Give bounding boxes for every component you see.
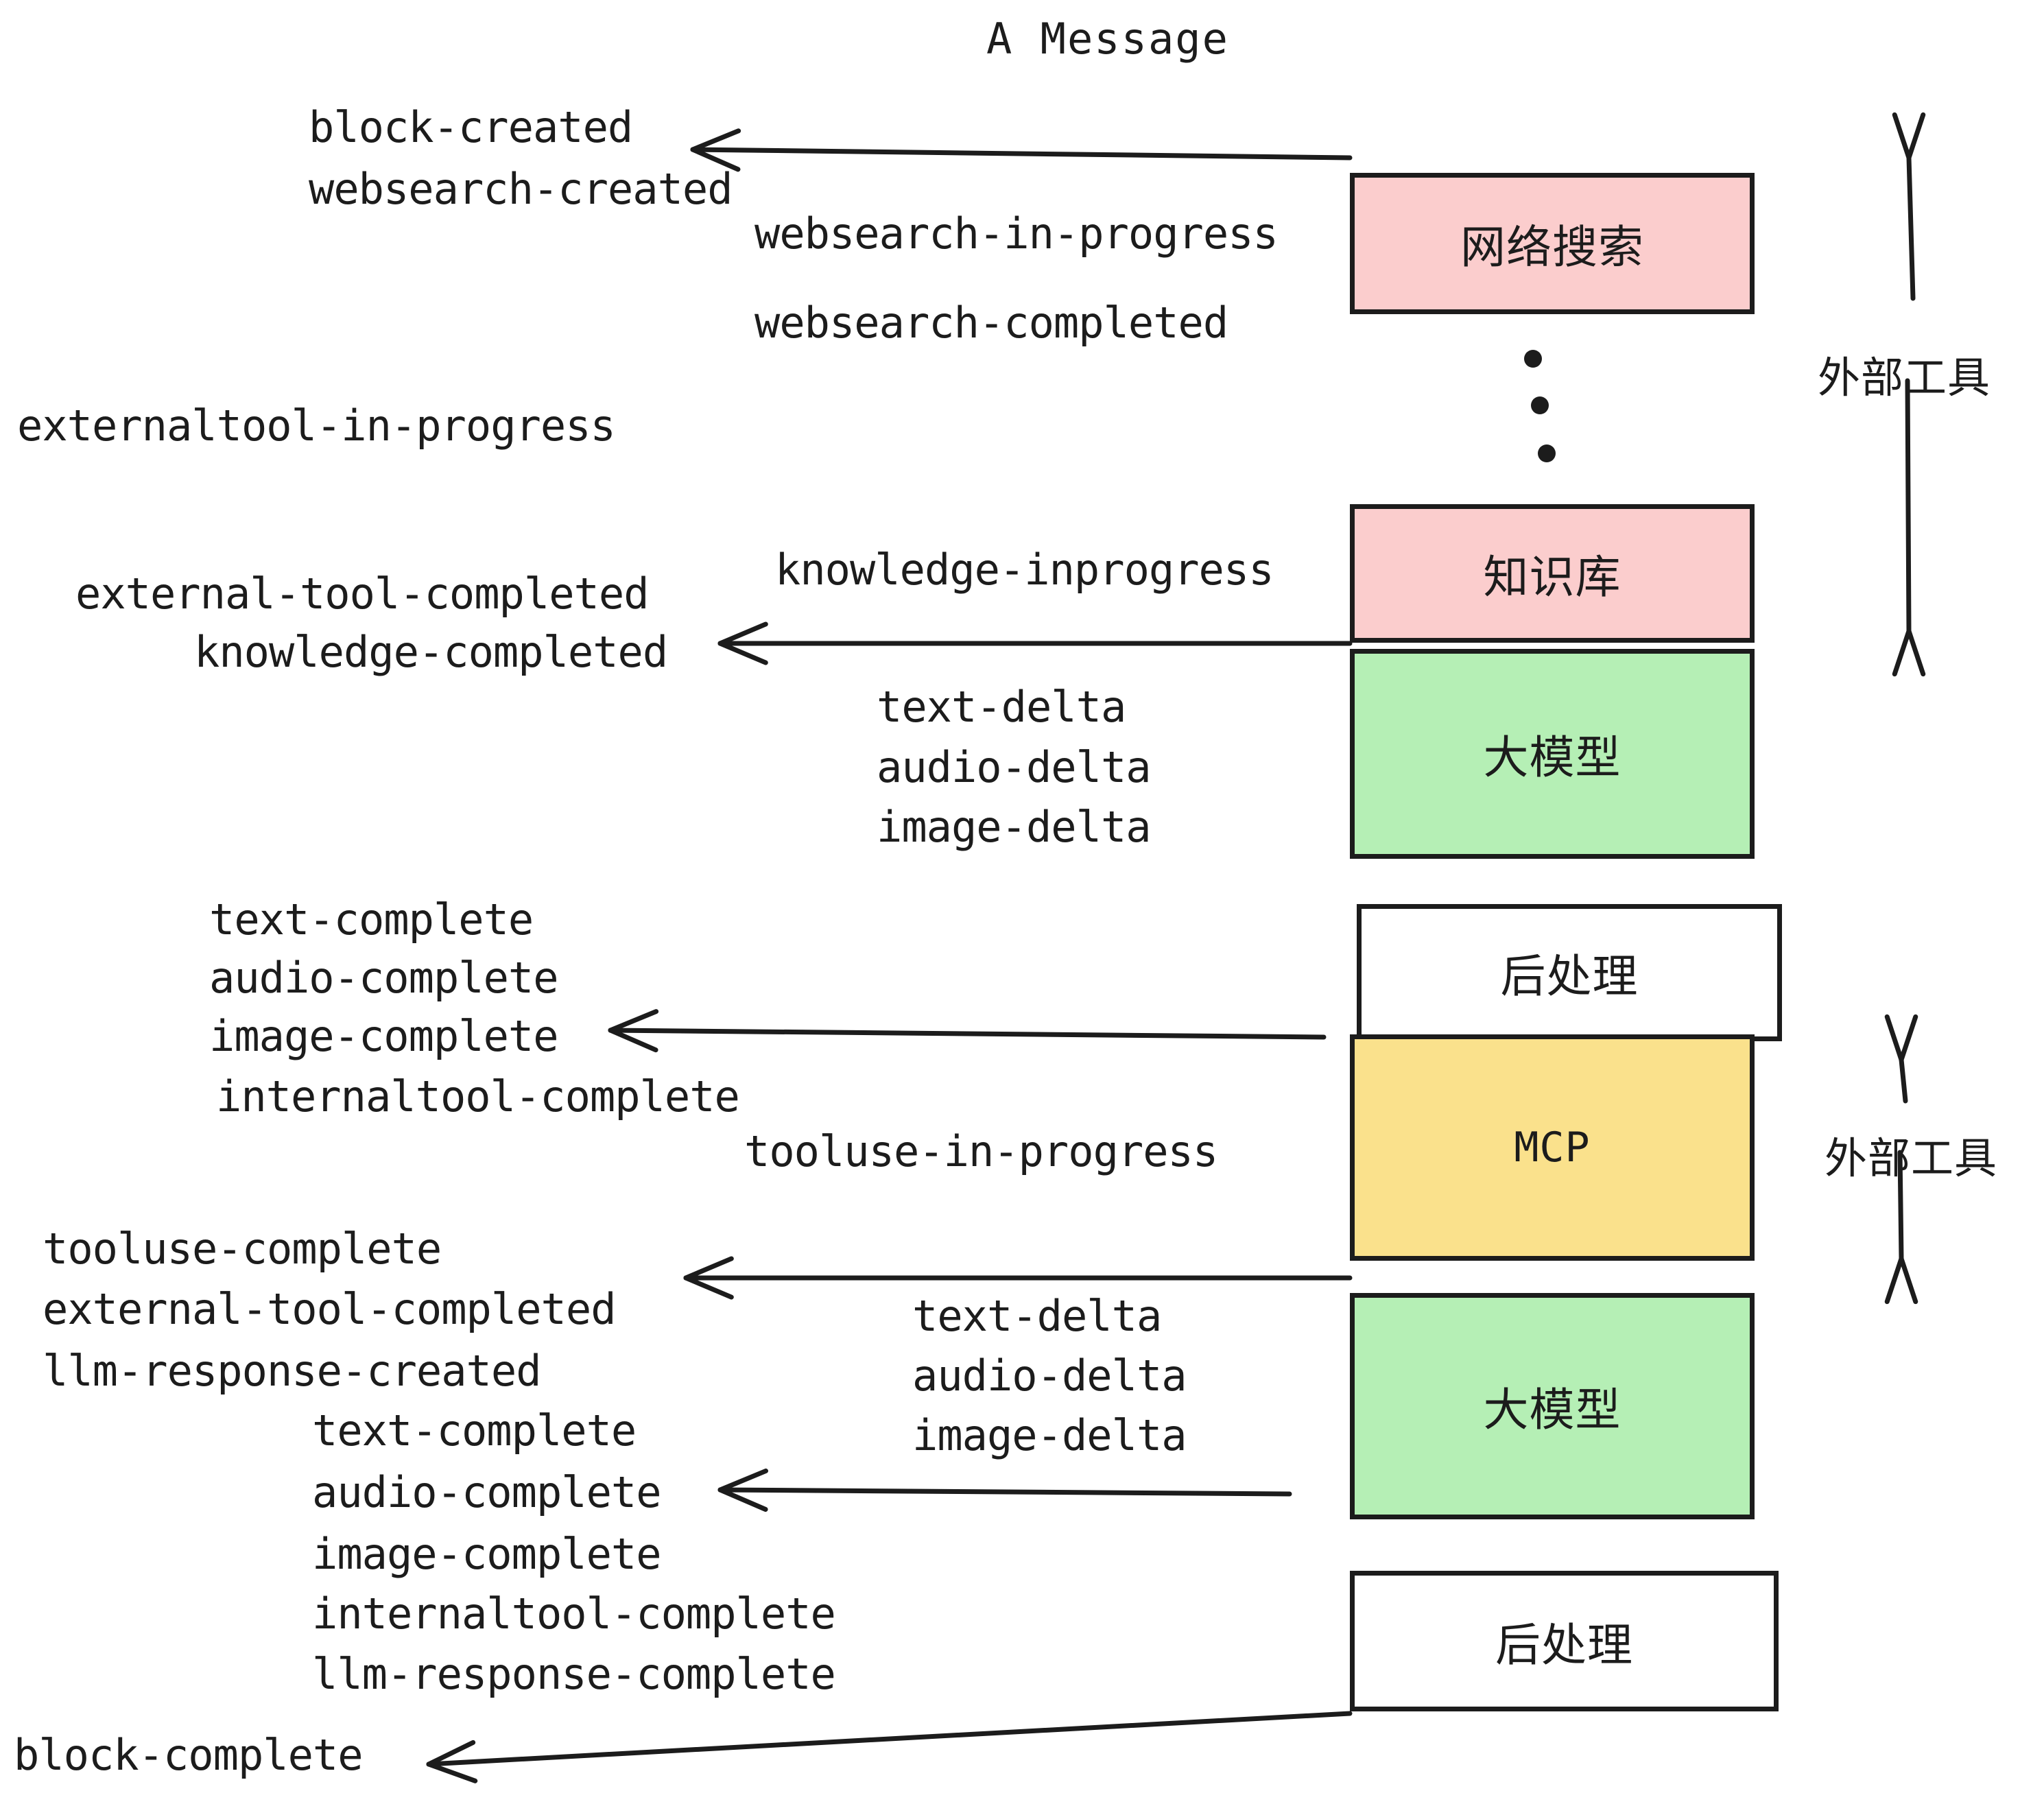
arrow-websearch-out — [690, 128, 1353, 172]
node-llm-1-label: 大模型 — [1483, 731, 1621, 784]
event-label-externaltool-in-progress: externaltool-in-progress — [17, 401, 616, 451]
event-label-image-complete-1: image-complete — [209, 1011, 559, 1061]
node-llm-1[interactable]: 大模型 — [1350, 649, 1755, 859]
node-mcp[interactable]: MCP — [1350, 1034, 1755, 1261]
ellipsis-dot-2 — [1531, 396, 1549, 414]
ellipsis-dot-1 — [1524, 350, 1542, 368]
event-label-tooluse-complete: tooluse-complete — [43, 1224, 442, 1274]
event-label-websearch-in-progress: websearch-in-progress — [754, 209, 1279, 259]
event-label-external-tool-completed-1: external-tool-completed — [75, 569, 650, 619]
node-knowledge-label: 知识库 — [1483, 551, 1621, 604]
arrow-knowledge-out — [717, 621, 1353, 665]
external-tools-bracket-bottom-down-head — [1884, 1256, 1918, 1305]
external-tools-label-bottom: 外部工具 — [1825, 1133, 1998, 1183]
page-title: A Message — [986, 14, 1229, 64]
event-label-tooluse-in-progress: tooluse-in-progress — [744, 1126, 1218, 1176]
event-label-audio-delta-2: audio-delta — [912, 1351, 1187, 1401]
arrow-llm2-out-head — [717, 1468, 769, 1512]
external-tools-bracket-top-down-shaft — [1905, 378, 1912, 634]
arrow-llm2-out-shaft — [717, 1487, 1292, 1497]
arrow-knowledge-out-head — [717, 621, 768, 665]
event-label-image-delta-2: image-delta — [912, 1410, 1187, 1460]
external-tools-bracket-top-up-shaft — [1906, 155, 1916, 301]
arrow-mcp-out-head — [683, 1256, 734, 1300]
event-label-block-complete: block-complete — [14, 1730, 364, 1780]
event-label-text-delta-2: text-delta — [912, 1291, 1162, 1341]
external-tools-bracket-top-up-head — [1892, 112, 1926, 161]
node-knowledge[interactable]: 知识库 — [1350, 504, 1755, 643]
arrow-mcp-in — [608, 1009, 1327, 1053]
node-llm-2-label: 大模型 — [1483, 1384, 1621, 1436]
external-tools-bracket-top-down-head — [1892, 628, 1926, 677]
arrow-postproc2-out-shaft — [426, 1711, 1353, 1767]
event-label-websearch-created: websearch-created — [309, 164, 733, 214]
arrow-postproc2-out-head — [426, 1740, 478, 1783]
event-label-llm-response-created: llm-response-created — [43, 1346, 542, 1396]
arrow-mcp-in-head — [608, 1009, 659, 1053]
arrow-mcp-in-shaft — [608, 1028, 1327, 1040]
event-label-external-tool-completed-2: external-tool-completed — [43, 1284, 617, 1334]
event-label-audio-complete-1: audio-complete — [209, 953, 559, 1003]
node-websearch[interactable]: 网络搜索 — [1350, 173, 1755, 314]
event-label-knowledge-completed: knowledge-completed — [194, 627, 668, 677]
event-label-knowledge-inprogress: knowledge-inprogress — [775, 545, 1274, 595]
event-label-image-complete-2: image-complete — [312, 1529, 662, 1579]
event-label-internaltool-complete-1: internaltool-complete — [216, 1071, 740, 1121]
arrow-websearch-out-shaft — [690, 147, 1353, 161]
external-tools-bracket-bottom-up-shaft — [1899, 1057, 1908, 1104]
ellipsis-dot-3 — [1538, 444, 1556, 462]
event-label-image-delta-1: image-delta — [877, 802, 1152, 852]
external-tools-label-top: 外部工具 — [1818, 353, 1991, 403]
arrow-postproc2-out — [426, 1711, 1353, 1783]
node-postprocess-2[interactable]: 后处理 — [1350, 1571, 1779, 1711]
event-label-internaltool-complete-2: internaltool-complete — [312, 1589, 836, 1639]
node-llm-2[interactable]: 大模型 — [1350, 1293, 1755, 1519]
node-mcp-label: MCP — [1514, 1124, 1591, 1172]
event-label-text-delta-1: text-delta — [877, 682, 1126, 732]
event-label-text-complete-1: text-complete — [209, 894, 534, 945]
event-label-llm-response-complete: llm-response-complete — [312, 1649, 836, 1699]
external-tools-bracket-bottom-up-head — [1884, 1014, 1918, 1063]
event-label-block-created: block-created — [309, 102, 633, 152]
event-label-audio-complete-2: audio-complete — [312, 1467, 662, 1517]
node-postprocess-1-label: 后处理 — [1500, 950, 1639, 1003]
node-postprocess-1[interactable]: 后处理 — [1357, 904, 1782, 1041]
event-label-text-complete-2: text-complete — [312, 1405, 637, 1456]
event-label-websearch-completed: websearch-completed — [754, 298, 1228, 348]
event-label-audio-delta-1: audio-delta — [877, 742, 1152, 792]
node-websearch-label: 网络搜索 — [1460, 221, 1644, 274]
node-postprocess-2-label: 后处理 — [1495, 1618, 1633, 1672]
arrow-llm2-out — [717, 1468, 1292, 1512]
